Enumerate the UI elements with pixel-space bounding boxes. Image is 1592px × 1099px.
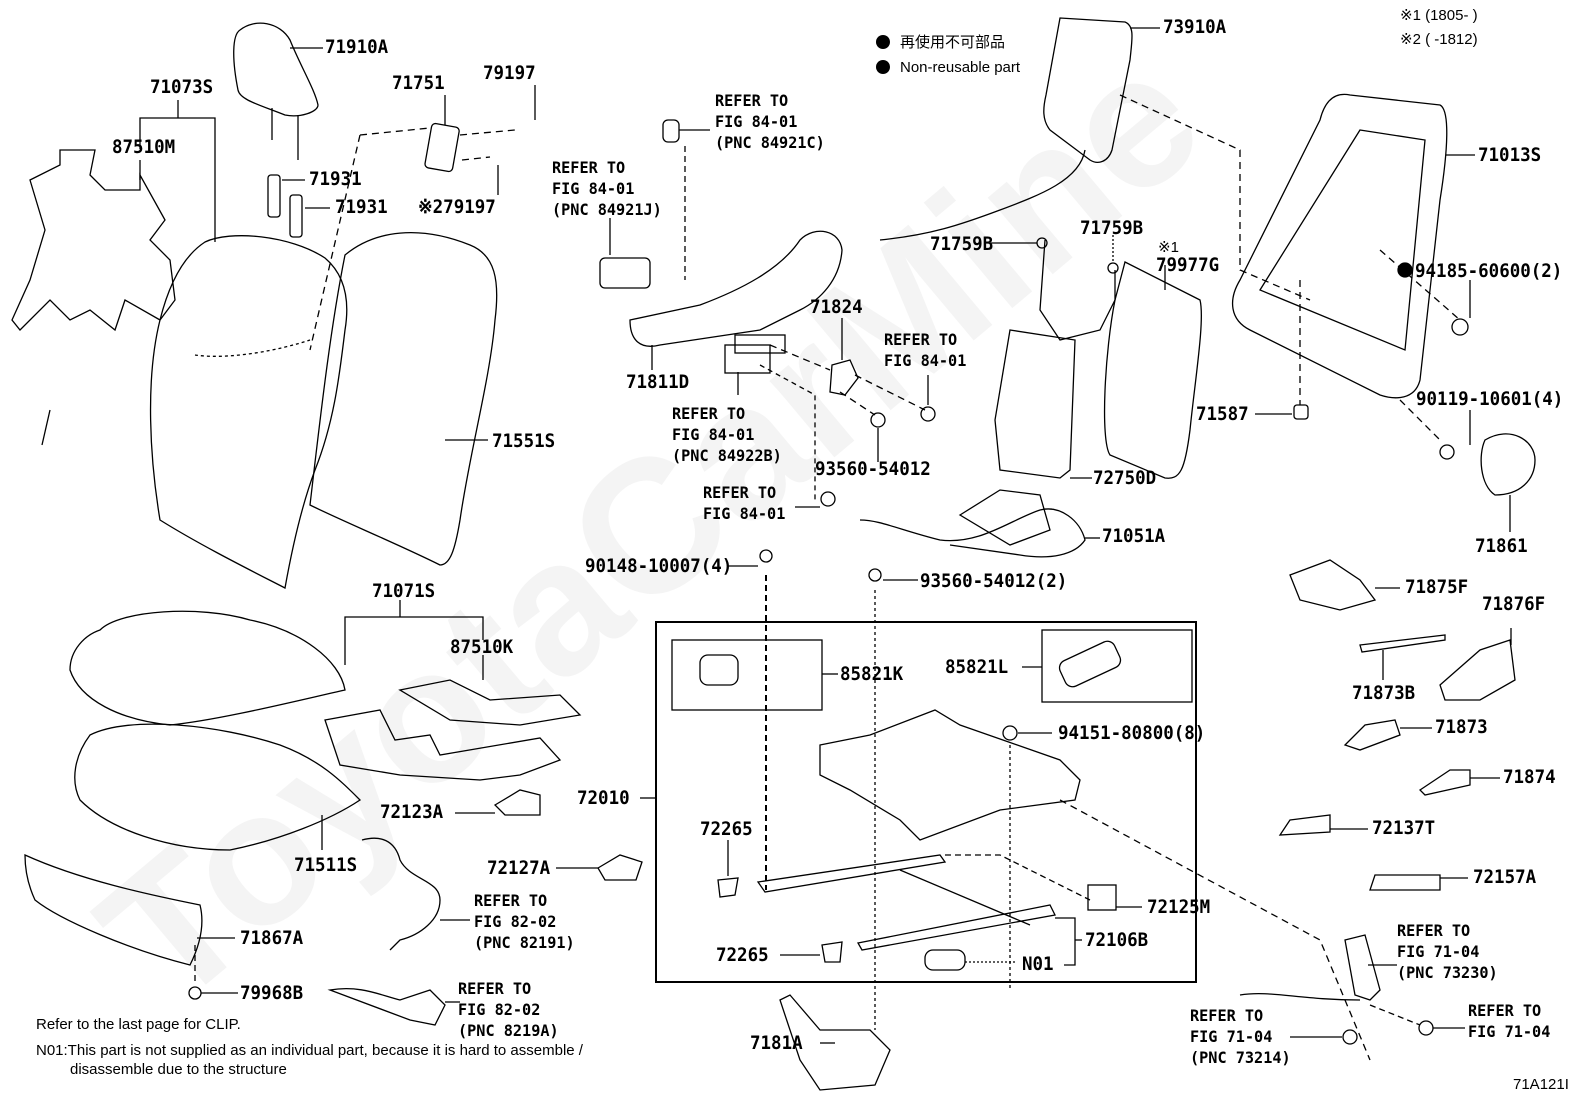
reference-84921J[interactable]: REFER TO FIG 84-01 (PNC 84921J)	[552, 158, 662, 219]
part-label-72127A[interactable]: 72127A	[487, 857, 551, 879]
legend-english: Non-reusable part	[876, 56, 1020, 80]
legend-japanese-text: 再使用不可部品	[900, 34, 1006, 51]
figure-code: 71A121I	[1513, 1076, 1569, 1093]
reference-84922B[interactable]: REFER TO FIG 84-01 (PNC 84922B)	[672, 404, 782, 465]
part-label-71051A[interactable]: 71051A	[1102, 525, 1166, 547]
part-label-79197-note2[interactable]: ※279197	[418, 196, 496, 218]
part-label-71013S[interactable]: 71013S	[1478, 144, 1542, 166]
reference-84921C[interactable]: REFER TO FIG 84-01 (PNC 84921C)	[715, 91, 825, 152]
part-label-71551S[interactable]: 71551S	[492, 430, 556, 452]
part-label-72157A[interactable]: 72157A	[1473, 866, 1537, 888]
part-label-71759B-right[interactable]: 71759B	[1080, 217, 1144, 239]
non-reusable-bullet-icon	[876, 60, 890, 74]
reference-fig-71-04[interactable]: REFER TO FIG 71-04	[1468, 1001, 1551, 1041]
part-label-90148-10007[interactable]: 90148-10007(4)	[585, 555, 733, 577]
part-label-71873B[interactable]: 71873B	[1352, 682, 1416, 704]
part-label-71071S[interactable]: 71071S	[372, 580, 436, 602]
period-note-1: ※1 (1805- )	[1400, 7, 1478, 24]
part-label-90119-10601[interactable]: 90119-10601(4)	[1416, 388, 1564, 410]
part-label-71873[interactable]: 71873	[1435, 716, 1488, 738]
part-label-72106B[interactable]: 72106B	[1085, 929, 1149, 951]
part-label-79197[interactable]: 79197	[483, 62, 536, 84]
clip-footnote: Refer to the last page for CLIP.	[36, 1016, 241, 1033]
part-label-71759B-left[interactable]: 71759B	[930, 233, 994, 255]
part-label-71511S[interactable]: 71511S	[294, 854, 358, 876]
reference-fig-84-01-lower[interactable]: REFER TO FIG 84-01	[703, 483, 786, 523]
headrest-drawing	[233, 22, 319, 160]
part-label-94151-80800[interactable]: 94151-80800(8)	[1058, 722, 1206, 744]
part-label-72265-lower[interactable]: 72265	[716, 944, 769, 966]
period-note-2: ※2 ( -1812)	[1400, 31, 1478, 48]
part-label-72265-upper[interactable]: 72265	[700, 818, 753, 840]
part-label-71875F[interactable]: 71875F	[1405, 576, 1469, 598]
part-label-72010[interactable]: 72010	[577, 787, 630, 809]
part-mark-79977G: ※1	[1158, 239, 1179, 256]
legend-japanese: 再使用不可部品	[876, 31, 1005, 55]
reference-8219A[interactable]: REFER TO FIG 82-02 (PNC 8219A)	[458, 979, 559, 1040]
part-label-93560-54012[interactable]: 93560-54012	[815, 458, 931, 480]
part-label-71824[interactable]: 71824	[810, 296, 863, 318]
part-label-71876F[interactable]: 71876F	[1482, 593, 1546, 615]
part-label-71811D[interactable]: 71811D	[626, 371, 690, 393]
reference-73230[interactable]: REFER TO FIG 71-04 (PNC 73230)	[1397, 921, 1498, 982]
part-label-N01[interactable]: N01	[1022, 953, 1054, 975]
part-label-71931-lower[interactable]: 71931	[335, 196, 388, 218]
part-label-72125M[interactable]: 72125M	[1147, 896, 1211, 918]
reference-fig-84-01-upper[interactable]: REFER TO FIG 84-01	[884, 330, 967, 370]
reference-82191[interactable]: REFER TO FIG 82-02 (PNC 82191)	[474, 891, 575, 952]
part-label-93560-54012-2[interactable]: 93560-54012(2)	[920, 570, 1068, 592]
part-label-71751[interactable]: 71751	[392, 72, 445, 94]
part-label-85821L[interactable]: 85821L	[945, 656, 1009, 678]
part-label-72123A[interactable]: 72123A	[380, 801, 444, 823]
non-reusable-bullet-icon	[876, 35, 890, 49]
part-label-71931-upper[interactable]: 71931	[309, 168, 362, 190]
part-label-79977G[interactable]: 79977G	[1156, 254, 1220, 276]
part-label-71874[interactable]: 71874	[1503, 766, 1556, 788]
part-label-7181A[interactable]: 7181A	[750, 1032, 803, 1054]
part-label-72750D[interactable]: 72750D	[1093, 467, 1157, 489]
part-label-94185-60600[interactable]: 94185-60600(2)	[1415, 260, 1563, 282]
legend-english-text: Non-reusable part	[900, 59, 1021, 76]
part-label-71861[interactable]: 71861	[1475, 535, 1528, 557]
part-label-85821K[interactable]: 85821K	[840, 663, 904, 685]
n01-footnote-line2: disassemble due to the structure	[70, 1061, 287, 1078]
part-label-87510M[interactable]: 87510M	[112, 136, 176, 158]
part-label-72137T[interactable]: 72137T	[1372, 817, 1436, 839]
part-label-87510K[interactable]: 87510K	[450, 636, 514, 658]
part-label-79968B[interactable]: 79968B	[240, 982, 304, 1004]
part-label-71910A[interactable]: 71910A	[325, 36, 389, 58]
part-label-71867A[interactable]: 71867A	[240, 927, 304, 949]
reference-73214[interactable]: REFER TO FIG 71-04 (PNC 73214)	[1190, 1006, 1291, 1067]
part-label-71073S[interactable]: 71073S	[150, 76, 214, 98]
n01-footnote-line1: N01:This part is not supplied as an indi…	[36, 1042, 583, 1059]
part-label-73910A[interactable]: 73910A	[1163, 16, 1227, 38]
part-label-71587[interactable]: 71587	[1196, 403, 1249, 425]
